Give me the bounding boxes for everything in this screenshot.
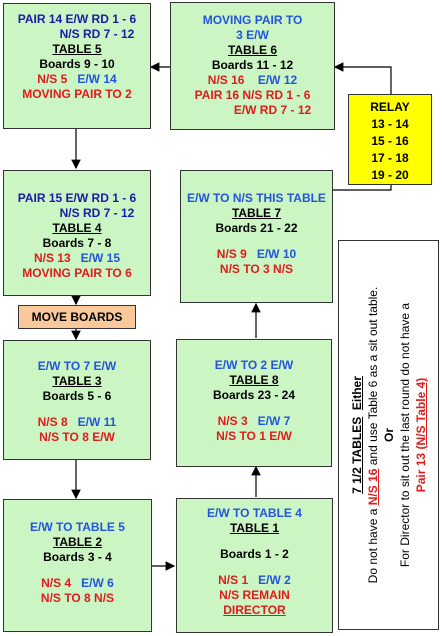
relay-row: 13 - 14 [371, 117, 409, 131]
table-1-boards: Boards 1 - 2 [220, 547, 289, 561]
table-4-move: MOVING PAIR TO 6 [22, 266, 132, 280]
table-8-boards: Boards 23 - 24 [212, 388, 296, 402]
table-4-boards: Boards 7 - 8 [42, 236, 112, 250]
table-8-box: E/W TO 2 E/W TABLE 8 Boards 23 - 24 N/S … [176, 339, 332, 467]
note-p2c: (N/S Table 4) [413, 377, 428, 450]
relay-row: 17 - 18 [371, 151, 409, 165]
table-6-boards: Boards 11 - 12 [211, 58, 294, 72]
note-title: 7 1/2 TABLES [349, 416, 364, 494]
table-1-title: TABLE 1 [229, 521, 280, 535]
note-box: 7 1/2 TABLES Either Do not have a N/S 16… [338, 240, 439, 630]
relay-title: RELAY [370, 100, 410, 114]
table-4-box: PAIR 15 E/W RD 1 - 6 N/S RD 7 - 12 TABLE… [3, 170, 151, 296]
table-2-line1: E/W TO TABLE 5 [30, 520, 125, 534]
table-7-ew: E/W 10 [256, 247, 297, 261]
table-1-box: E/W TO TABLE 4 TABLE 1 Boards 1 - 2 N/S … [176, 498, 333, 633]
note-p2a: For Director to sit out the last round d… [397, 302, 412, 568]
table-2-ns: N/S 4 [41, 576, 72, 590]
table-4-ns: N/S 13 [33, 251, 71, 265]
note-p1b: N/S 16 [365, 468, 380, 506]
relay-row: 15 - 16 [371, 134, 409, 148]
table-5-ns: N/S 5 [37, 72, 68, 86]
table-6-ew: E/W 12 [257, 73, 298, 87]
table-3-line1: E/W TO 7 E/W [37, 359, 117, 373]
table-3-move: N/S TO 8 E/W [39, 430, 115, 444]
table-2-move: N/S TO 8 N/S [40, 591, 115, 605]
table-6-line5: PAIR 16 N/S RD 1 - 6 [194, 88, 311, 102]
table-6-line1: MOVING PAIR TO [202, 13, 303, 27]
table-1-director: DIRECTOR [223, 603, 286, 617]
table-2-title: TABLE 2 [52, 535, 103, 549]
table-8-ew: E/W 7 [257, 414, 291, 428]
note-p2b: Pair 13 [413, 452, 428, 493]
table-2-box: E/W TO TABLE 5 TABLE 2 Boards 3 - 4 N/S … [3, 499, 152, 632]
table-1-move: N/S REMAIN [219, 588, 290, 602]
table-3-title: TABLE 3 [52, 374, 102, 388]
table-5-boards: Boards 9 - 10 [39, 57, 115, 71]
table-4-title: TABLE 4 [52, 221, 102, 235]
table-7-line1: E/W TO N/S THIS TABLE [187, 191, 326, 205]
table-5-box: PAIR 14 E/W RD 1 - 6 N/S RD 7 - 12 TABLE… [3, 3, 151, 129]
table-8-move: N/S TO 1 E/W [216, 429, 292, 443]
table-7-box: E/W TO N/S THIS TABLE TABLE 7 Boards 21 … [180, 170, 333, 303]
note-p1a: Do not have a [365, 508, 380, 584]
table-8-title: TABLE 8 [229, 373, 279, 387]
note-p1c: and use Table 6 as a sit out table. [365, 286, 380, 466]
table-7-boards: Boards 21 - 22 [215, 221, 298, 235]
move-boards-label: MOVE BOARDS [31, 310, 123, 324]
table-4-line2: N/S RD 7 - 12 [59, 206, 135, 220]
table-8-ns: N/S 3 [217, 414, 248, 428]
relay-row: 19 - 20 [371, 168, 409, 182]
table-6-ns: N/S 16 [207, 73, 245, 87]
table-5-ew: E/W 14 [77, 72, 117, 86]
table-4-ew: E/W 15 [80, 251, 121, 265]
table-1-ns: N/S 1 [218, 573, 249, 587]
table-6-line2: 3 E/W [236, 28, 269, 42]
table-7-title: TABLE 7 [231, 206, 282, 220]
table-5-move: MOVING PAIR TO 2 [22, 87, 132, 101]
table-5-title: TABLE 5 [52, 42, 102, 56]
table-6-box: MOVING PAIR TO 3 E/W TABLE 6 Boards 11 -… [170, 2, 335, 130]
relay-box: RELAY 13 - 14 15 - 16 17 - 18 19 - 20 [348, 94, 432, 185]
table-2-ew: E/W 6 [81, 576, 114, 590]
table-1-line1: E/W TO TABLE 4 [207, 506, 302, 520]
note-text: 7 1/2 TABLES Either Do not have a N/S 16… [349, 245, 429, 625]
note-either: Either [349, 376, 364, 411]
table-5-line1: PAIR 14 E/W RD 1 - 6 [17, 12, 137, 26]
table-5-line2: N/S RD 7 - 12 [59, 27, 135, 41]
table-1-ew: E/W 2 [258, 573, 291, 587]
move-boards-box: MOVE BOARDS [18, 305, 136, 329]
table-3-ew: E/W 11 [77, 415, 117, 429]
table-3-boards: Boards 5 - 6 [42, 389, 112, 403]
table-3-ns: N/S 8 [37, 415, 68, 429]
table-7-move: N/S TO 3 N/S [219, 262, 294, 276]
table-2-boards: Boards 3 - 4 [43, 550, 112, 564]
table-4-line1: PAIR 15 E/W RD 1 - 6 [17, 191, 137, 205]
table-6-line6: E/W RD 7 - 12 [233, 103, 312, 117]
table-3-box: E/W TO 7 E/W TABLE 3 Boards 5 - 6 N/S 8 … [3, 340, 151, 460]
table-6-title: TABLE 6 [227, 43, 278, 57]
note-or: Or [381, 428, 396, 443]
table-8-line1: E/W TO 2 E/W [214, 358, 294, 372]
table-7-ns: N/S 9 [216, 247, 247, 261]
